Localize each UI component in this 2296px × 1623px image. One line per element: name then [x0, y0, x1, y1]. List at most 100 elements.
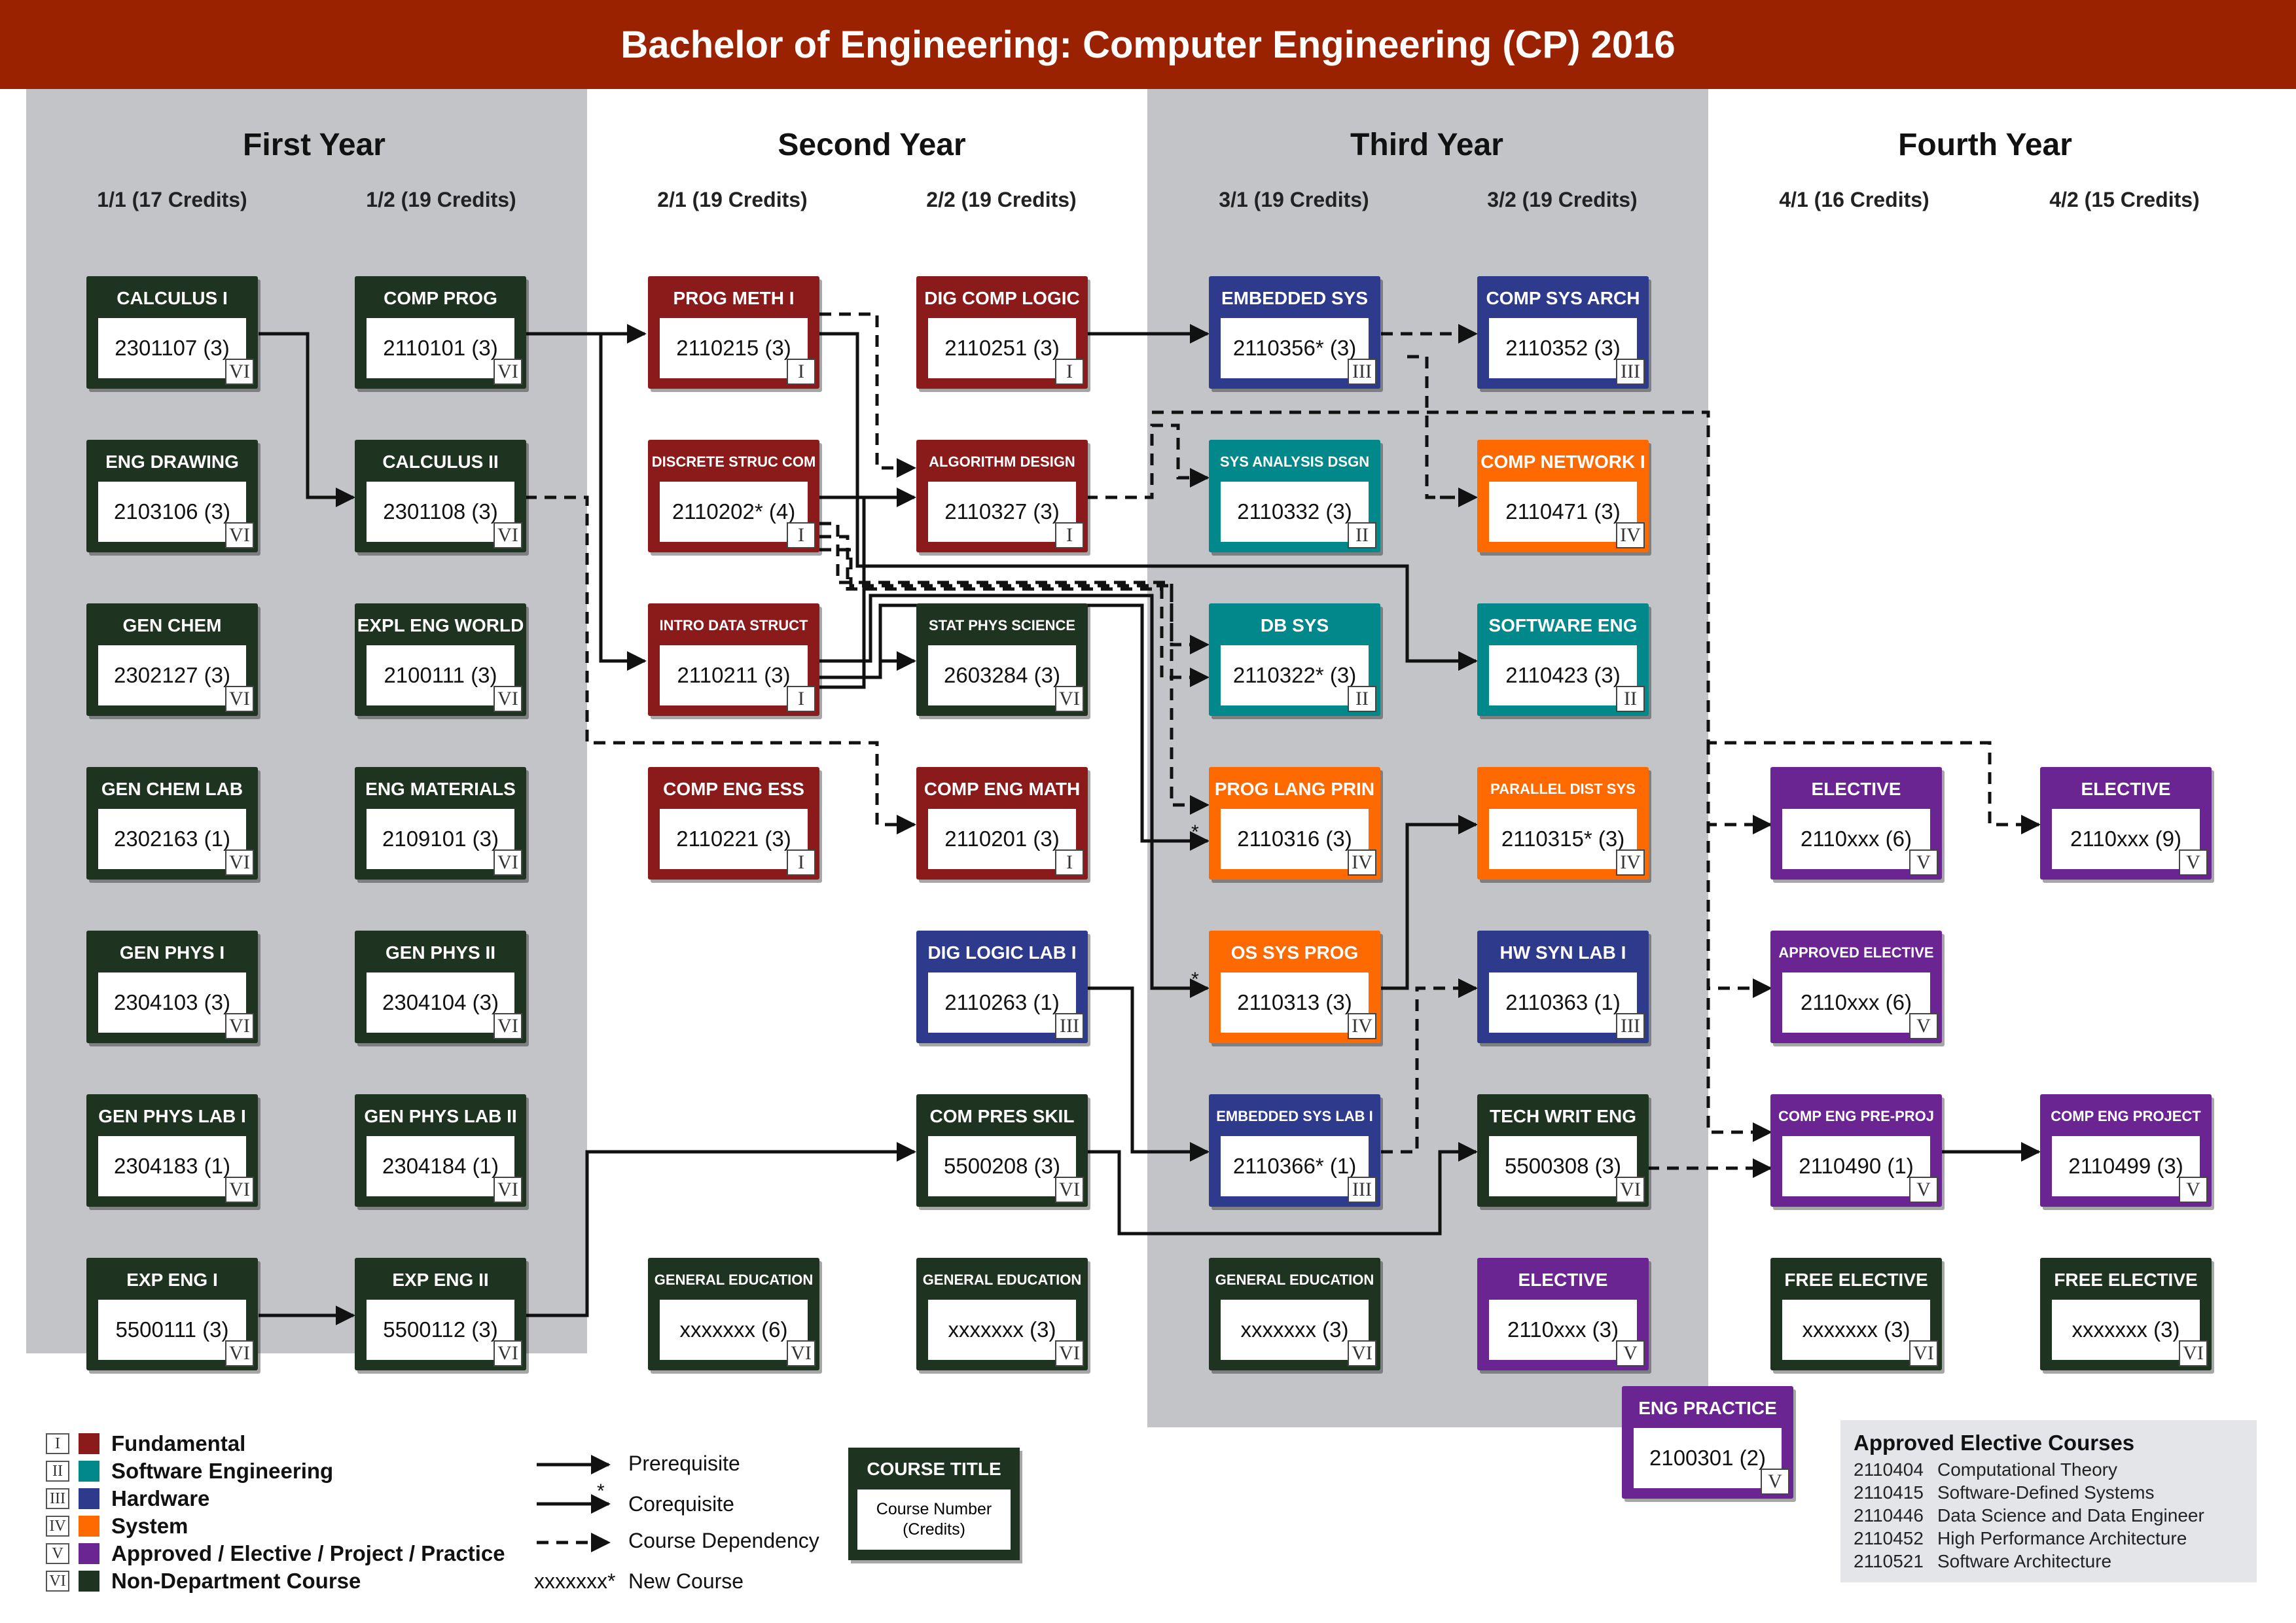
category-roman-badge: V	[1909, 1013, 1938, 1039]
course-number: 2110xxx (3)	[1489, 1300, 1637, 1360]
course-title: EMBEDDED SYS	[1221, 287, 1369, 308]
course-key-title: COURSE TITLE	[867, 1459, 1001, 1479]
course-title: TECH WRIT ENG	[1490, 1105, 1636, 1126]
category-roman-badge: III	[1616, 359, 1645, 385]
course-number: 2100111 (3)	[367, 645, 514, 705]
course-number: xxxxxxx (3)	[1782, 1300, 1930, 1360]
category-roman-badge: VI	[1348, 1340, 1376, 1366]
course-number: 2304103 (3)	[98, 972, 246, 1033]
course-title: STAT PHYS SCIENCE	[928, 616, 1076, 633]
course-number: 2110215 (3)	[660, 318, 808, 378]
dep-discrete-proglang	[819, 548, 1210, 815]
legend-label: Approved / Elective / Project / Practice	[111, 1541, 505, 1565]
course-number: 2302127 (3)	[98, 645, 246, 705]
course-number: 2103106 (3)	[98, 482, 246, 542]
approved-elective-heading: Approved Elective Courses	[1854, 1431, 2135, 1455]
dep-bigloop	[1152, 410, 2041, 834]
course-number: xxxxxxx (6)	[660, 1300, 808, 1360]
category-roman-badge: V	[2179, 849, 2208, 876]
category-roman-badge: VI	[225, 1177, 254, 1203]
category-roman-badge: IV	[1616, 849, 1645, 876]
category-roman-badge: V	[1909, 1177, 1938, 1203]
course-key-sample: COURSE TITLE Course Number (Credits)	[848, 1448, 1020, 1560]
corequisite-mark-proglang: *	[1191, 821, 1199, 843]
new-course-key-code: xxxxxxx*	[534, 1569, 616, 1593]
year-heading-fourth: Fourth Year	[1898, 128, 2072, 162]
category-roman-badge: I	[1055, 849, 1084, 876]
course-key-credits: (Credits)	[903, 1520, 965, 1539]
legend-swatch	[79, 1461, 99, 1482]
course-title: DB SYS	[1260, 615, 1329, 635]
approved-elective-code: 2110415	[1854, 1482, 1924, 1503]
prerequisite-key-label: Prerequisite	[628, 1452, 740, 1475]
category-roman-badge: VI	[493, 849, 522, 876]
category-roman-badge: VI	[225, 1013, 254, 1039]
edge-statphys	[819, 497, 866, 689]
course-title: EXP ENG I	[126, 1269, 218, 1290]
course-number: 2110101 (3)	[367, 318, 514, 378]
dep-compsys-branch	[1407, 355, 1478, 507]
course-number: 2110322* (3)	[1221, 645, 1369, 705]
course-title: COMP ENG PROJECT	[2051, 1107, 2201, 1124]
year-heading-first: First Year	[243, 128, 386, 162]
course-title: EMBEDDED SYS LAB I	[1216, 1107, 1373, 1124]
category-roman-badge: II	[1616, 686, 1645, 712]
category-roman-badge: IV	[1348, 1013, 1376, 1039]
category-roman-badge: IV	[1616, 522, 1645, 548]
approved-elective-name: High Performance Architecture	[1937, 1528, 2187, 1548]
course-title: GEN PHYS LAB I	[98, 1105, 246, 1126]
course-number: 2110316 (3)	[1221, 809, 1369, 869]
course-title: PROG LANG PRIN	[1214, 778, 1375, 799]
course-number: 2109101 (3)	[367, 809, 514, 869]
edge-diglogiclab-embsyslab	[1086, 986, 1210, 1162]
course-number: 2304104 (3)	[367, 972, 514, 1033]
edge-expeng2-compres	[525, 1142, 916, 1317]
course-number: 2301107 (3)	[98, 318, 246, 378]
course-number: 2110211 (3)	[660, 645, 808, 705]
category-roman-badge: VI	[225, 849, 254, 876]
course-number: 2110xxx (6)	[1782, 809, 1930, 869]
course-title: SYS ANALYSIS DSGN	[1219, 453, 1370, 470]
dep-algo-sysanalysis	[1086, 423, 1210, 499]
course-title: ENG PRACTICE	[1638, 1397, 1777, 1418]
edge-calc1-calc2	[259, 332, 355, 507]
dep-preproj	[1706, 743, 1772, 1142]
course-title: GEN PHYS I	[119, 942, 225, 963]
course-number: xxxxxxx (3)	[2052, 1300, 2200, 1360]
approved-elective-code: 2110404	[1854, 1459, 1924, 1480]
corequisite-mark-ossys: *	[1191, 969, 1199, 990]
category-roman-badge: III	[1348, 359, 1376, 385]
legend-roman: II	[46, 1461, 69, 1482]
course-title: COMP PROG	[384, 287, 497, 308]
course-title: HW SYN LAB I	[1499, 942, 1626, 963]
course-number: xxxxxxx (3)	[928, 1300, 1076, 1360]
course-genphys1: GEN PHYS I 2304103 (3)VI	[86, 931, 258, 1043]
course-number: 2110490 (1)	[1782, 1136, 1930, 1196]
new-course-key-label: New Course	[628, 1569, 744, 1593]
